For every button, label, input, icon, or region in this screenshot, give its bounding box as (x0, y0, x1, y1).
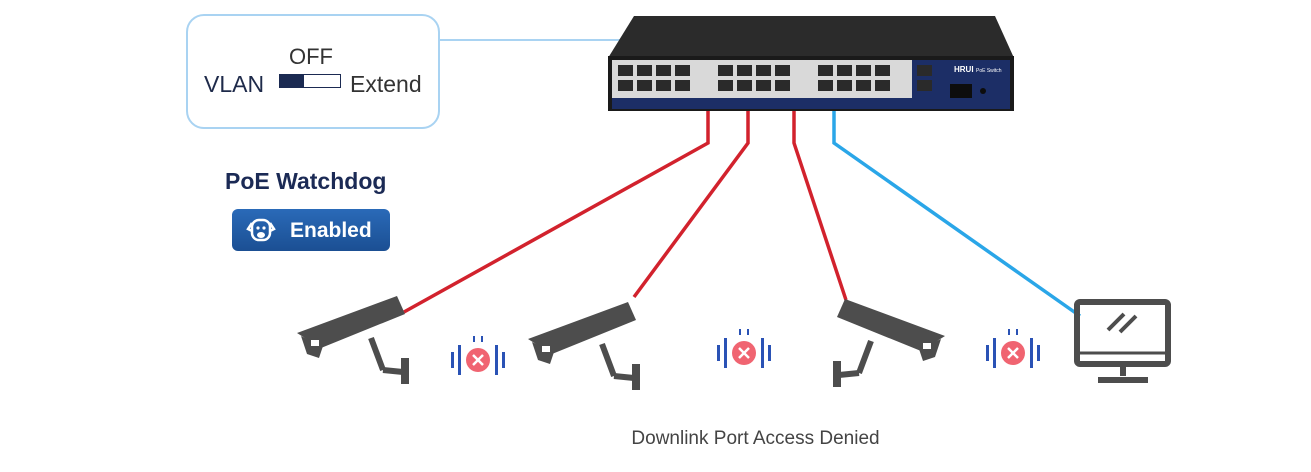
extend-label: Extend (350, 71, 422, 97)
rj45-port (718, 80, 733, 91)
rj45-port (675, 65, 690, 76)
uplink-port (917, 80, 932, 91)
poe-switch: HRUI PoE Switch (608, 16, 1014, 111)
link-port-2-camera (632, 110, 750, 299)
blocked-icon (717, 329, 771, 368)
rj45-port (818, 65, 833, 76)
rj45-port (637, 65, 652, 76)
link-port-1-camera (403, 110, 710, 314)
rj45-port (856, 65, 871, 76)
rj45-port (618, 80, 633, 91)
rj45-port (737, 80, 752, 91)
vlan-label: VLAN (204, 71, 265, 97)
rj45-port (656, 80, 671, 91)
rj45-ports (618, 65, 932, 91)
dip-switch-knob (280, 75, 304, 87)
rj45-port (818, 80, 833, 91)
uplink-port (917, 65, 932, 76)
rj45-port (856, 80, 871, 91)
watchdog-status-label: Enabled (290, 219, 372, 242)
rj45-port (718, 65, 733, 76)
switch-brand: HRUI (954, 65, 974, 74)
watchdog-icon (246, 218, 276, 242)
rj45-port (775, 80, 790, 91)
rj45-port (775, 65, 790, 76)
rj45-port (837, 65, 852, 76)
rj45-port (875, 65, 890, 76)
camera-icon (528, 302, 640, 390)
rj45-port (837, 80, 852, 91)
camera-icon (833, 299, 945, 387)
vlan-callout: OFF VLAN Extend (186, 14, 440, 129)
rj45-port (656, 65, 671, 76)
poe-watchdog-title: PoE Watchdog (225, 168, 387, 194)
rj45-port (737, 65, 752, 76)
link-port-3-camera (792, 110, 848, 301)
rj45-port (637, 80, 652, 91)
link-port-4-monitor (832, 110, 1082, 318)
rj45-port (756, 65, 771, 76)
blocked-icon (451, 336, 505, 375)
rj45-port (756, 80, 771, 91)
blocked-icon (986, 329, 1040, 368)
monitor-icon (1074, 299, 1171, 383)
rj45-port (618, 65, 633, 76)
watchdog-status-badge: Enabled (232, 209, 390, 251)
rj45-port (675, 80, 690, 91)
diagram-caption: Downlink Port Access Denied (631, 428, 880, 449)
rj45-port (875, 80, 890, 91)
switch-model-label: PoE Switch (976, 68, 1002, 74)
camera-icon (297, 296, 409, 384)
vlan-dip-switch (279, 74, 341, 88)
dip-switch-state: OFF (289, 44, 333, 69)
